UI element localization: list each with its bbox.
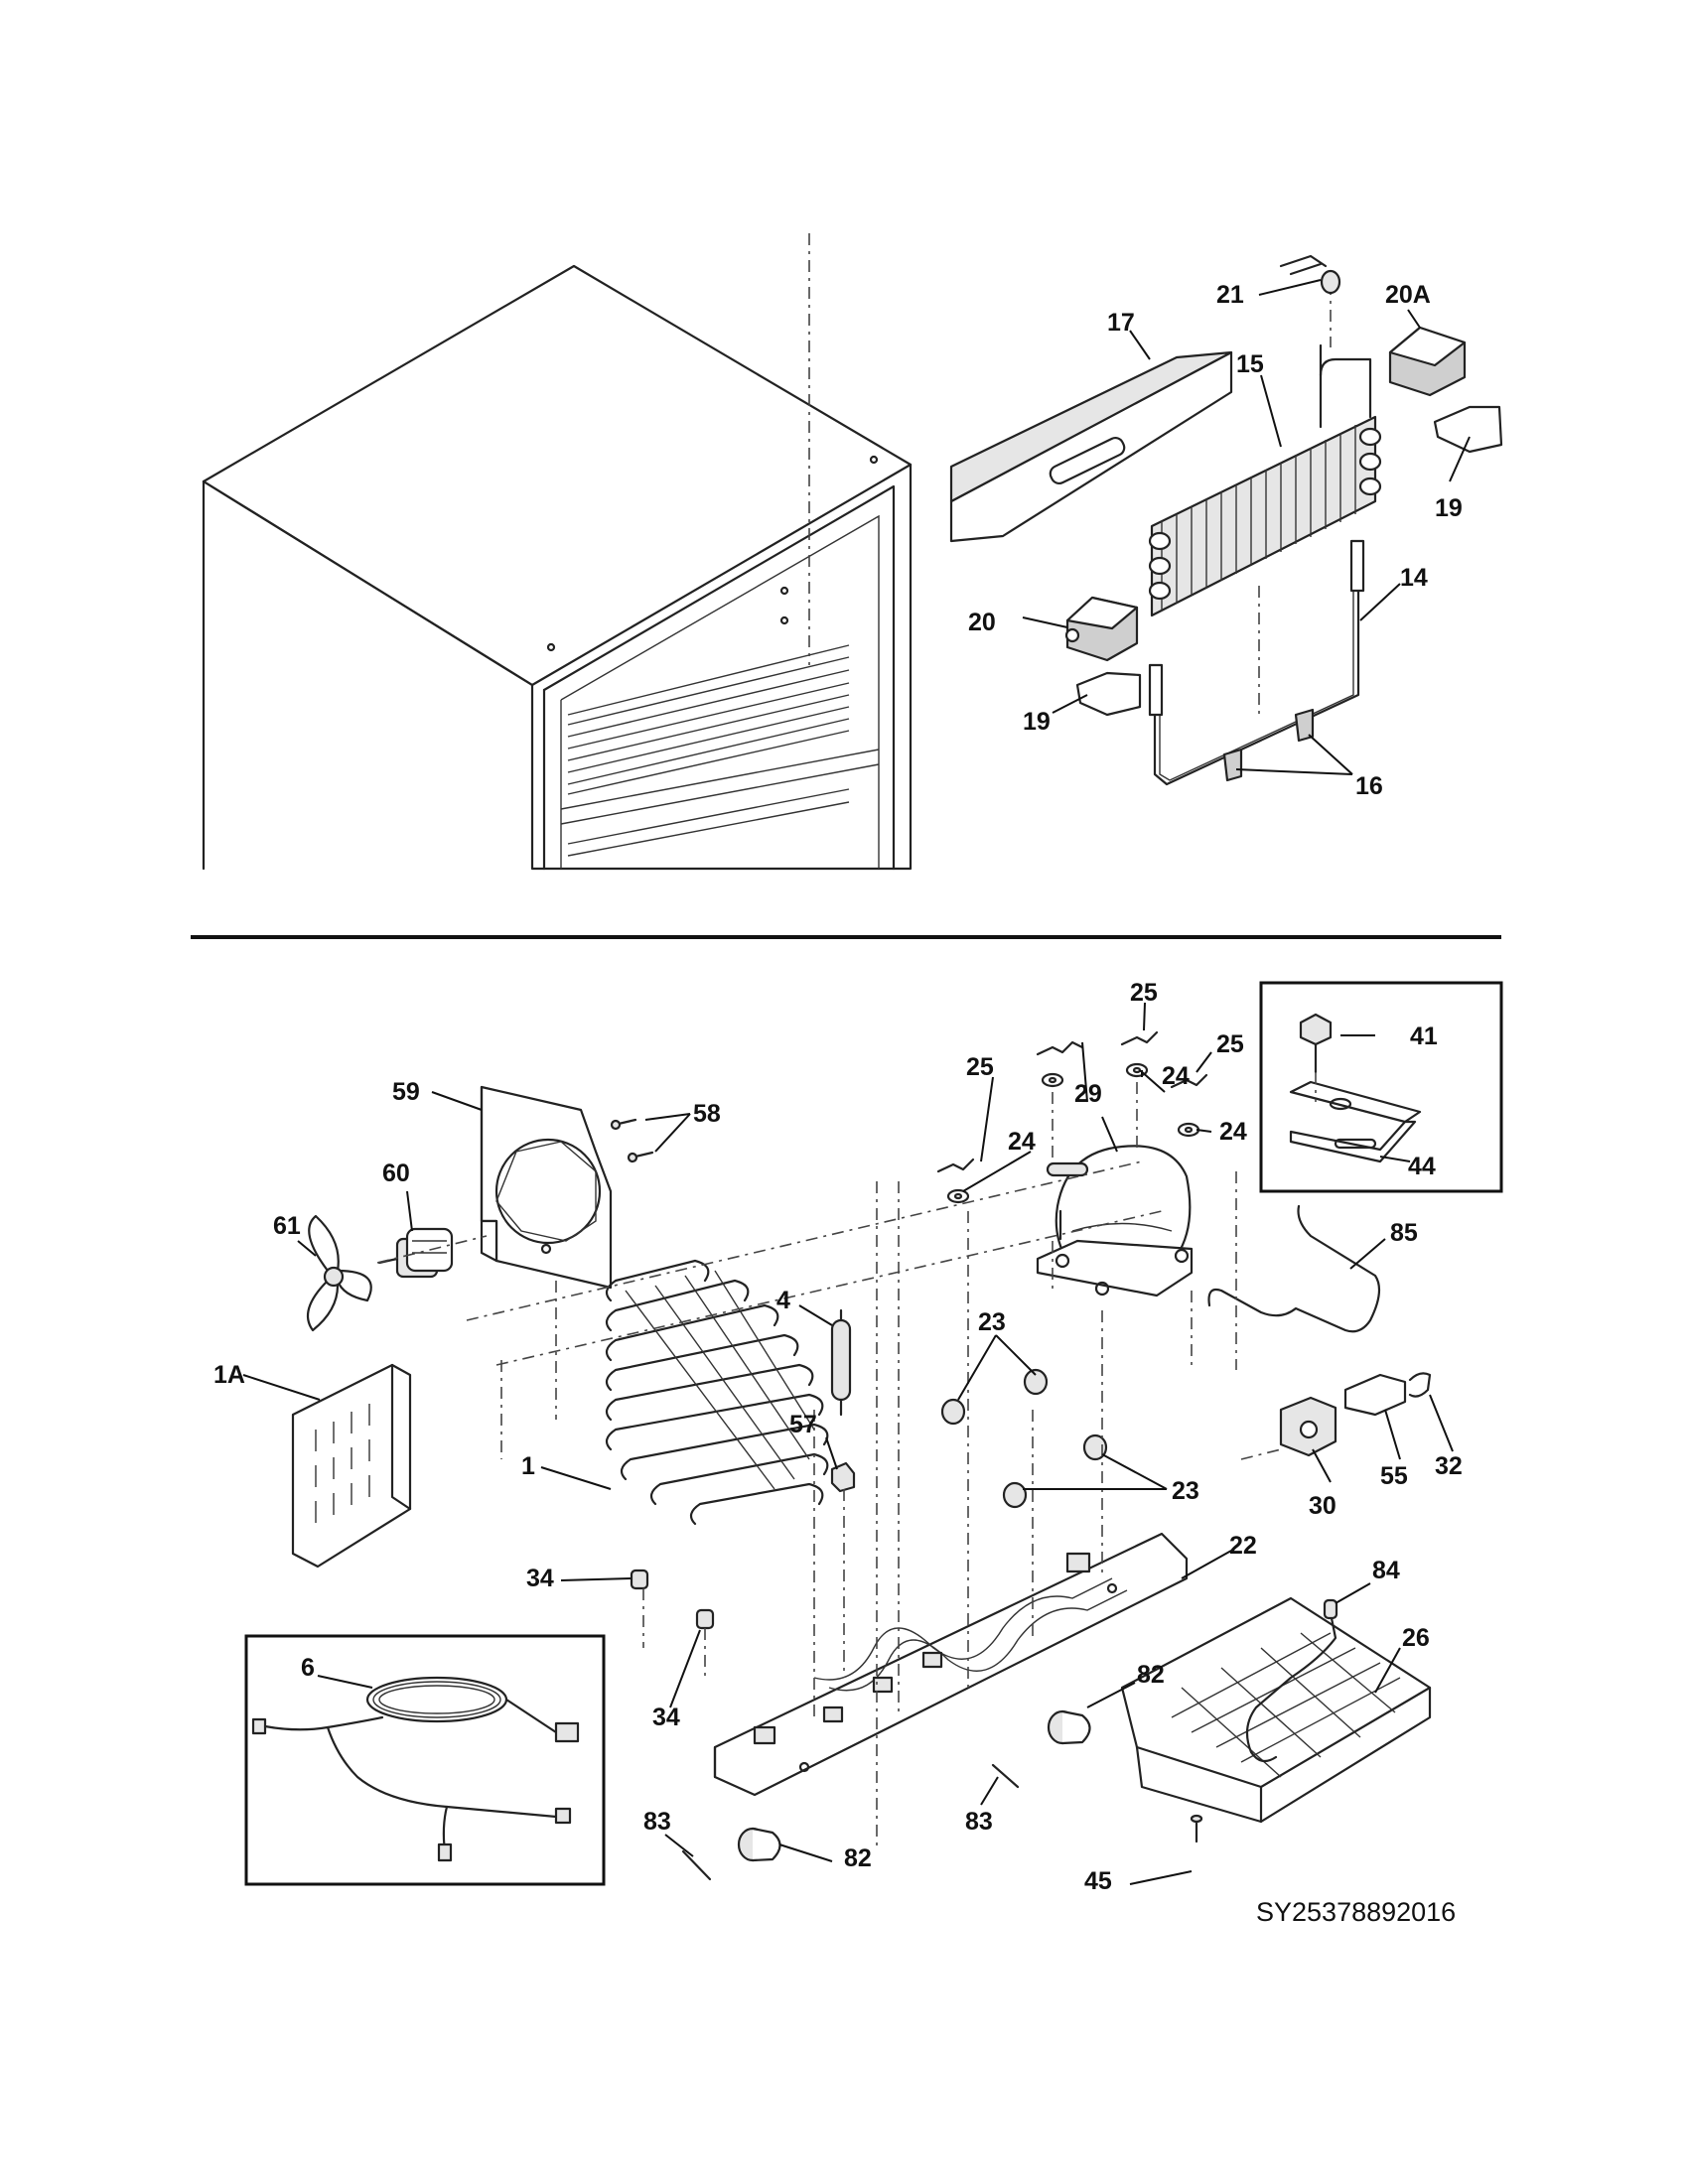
callout-24-mid: 24 <box>1008 1128 1036 1156</box>
terminal-block-20 <box>1064 596 1139 662</box>
callout-57: 57 <box>789 1411 817 1438</box>
callout-14: 14 <box>1400 564 1428 592</box>
grommet-23b <box>1023 1368 1049 1396</box>
callout-25-right: 25 <box>1216 1030 1244 1058</box>
condenser-coil <box>605 1259 829 1526</box>
screw-41 <box>1299 1013 1333 1074</box>
pin-83a <box>991 1763 1020 1789</box>
callout-19-upper: 19 <box>1435 494 1463 522</box>
clip-25c <box>1170 1073 1208 1089</box>
bracket-44 <box>1289 1080 1422 1163</box>
callout-82-left: 82 <box>844 1844 872 1872</box>
heater-holder-a <box>1222 748 1243 782</box>
grommet-23c <box>1082 1433 1108 1461</box>
callout-23-bottom: 23 <box>1172 1477 1199 1505</box>
callout-20a: 20A <box>1385 281 1431 309</box>
drawing-id: SY25378892016 <box>1256 1897 1456 1927</box>
inset-harness-box <box>244 1634 606 1886</box>
grommet-23a <box>940 1398 966 1426</box>
condenser-cover <box>291 1363 412 1569</box>
grommet-23d <box>1002 1481 1028 1509</box>
clip-25b <box>1120 1030 1159 1046</box>
callout-82-right: 82 <box>1137 1661 1165 1689</box>
grommet-24b <box>1125 1062 1149 1078</box>
callout-24-top: 24 <box>1162 1062 1190 1090</box>
pin-83b <box>681 1849 712 1881</box>
clip-57 <box>830 1461 856 1493</box>
fan-motor <box>377 1227 454 1279</box>
fan-shroud <box>480 1085 613 1290</box>
callout-55: 55 <box>1380 1462 1408 1490</box>
callout-25-left: 25 <box>966 1053 994 1081</box>
grommet-24d <box>946 1188 970 1204</box>
clip-25a <box>1036 1040 1084 1056</box>
grommet-24a <box>1041 1072 1064 1088</box>
fan-blade <box>306 1214 372 1332</box>
callout-24-right: 24 <box>1219 1118 1247 1146</box>
callout-32: 32 <box>1435 1452 1463 1480</box>
callout-1: 1 <box>521 1452 535 1480</box>
callout-85: 85 <box>1390 1219 1418 1247</box>
callout-83-mid: 83 <box>965 1808 993 1836</box>
terminal-block-20a <box>1388 326 1467 397</box>
callout-29: 29 <box>1074 1080 1102 1108</box>
callout-26: 26 <box>1402 1624 1430 1652</box>
defrost-heater <box>1148 539 1365 786</box>
heater-holder-b <box>1294 708 1315 743</box>
callout-6: 6 <box>301 1654 315 1682</box>
callout-19-lower: 19 <box>1023 708 1051 736</box>
overload-relay <box>1279 1396 1337 1457</box>
callout-30: 30 <box>1309 1492 1336 1520</box>
base-plate <box>713 1532 1189 1797</box>
screw-45 <box>1190 1814 1203 1843</box>
filter-dryer <box>830 1308 852 1417</box>
drain-tube <box>1245 1598 1338 1763</box>
screw-58a <box>610 1118 637 1131</box>
callout-60: 60 <box>382 1160 410 1187</box>
inset-bracket-box <box>1259 981 1503 1193</box>
drain-pan <box>1120 1596 1432 1824</box>
clip-19-upper <box>1433 405 1503 454</box>
condensate-tube <box>1207 1204 1381 1333</box>
compressor <box>1036 1145 1194 1297</box>
callout-15: 15 <box>1236 350 1264 378</box>
foot-82b <box>737 1827 781 1862</box>
grommet-24c <box>1177 1122 1200 1138</box>
clip-19-lower <box>1075 671 1142 717</box>
callout-84: 84 <box>1372 1557 1400 1584</box>
refrigerator-cabinet <box>202 264 913 871</box>
callout-23-top: 23 <box>978 1308 1006 1336</box>
callout-21: 21 <box>1216 281 1244 309</box>
callout-16: 16 <box>1355 772 1383 800</box>
evaporator-cover <box>949 350 1233 543</box>
callout-58: 58 <box>693 1100 721 1128</box>
callout-41: 41 <box>1410 1023 1438 1050</box>
callout-34-left: 34 <box>526 1565 554 1592</box>
screw-58b <box>627 1151 654 1163</box>
callout-61: 61 <box>273 1212 301 1240</box>
power-cord-harness <box>251 1676 580 1862</box>
callout-17: 17 <box>1107 309 1135 337</box>
callout-44: 44 <box>1408 1153 1436 1180</box>
evaporator-coil <box>1148 343 1382 617</box>
callout-45: 45 <box>1084 1867 1112 1895</box>
thermistor-sensor <box>1279 254 1341 295</box>
callout-25-top: 25 <box>1130 979 1158 1007</box>
callout-83-left: 83 <box>643 1808 671 1836</box>
spacer-34a <box>630 1569 649 1590</box>
connector-32 <box>1408 1372 1432 1398</box>
relay-55 <box>1343 1373 1407 1417</box>
callout-34-bottom: 34 <box>652 1704 680 1731</box>
spacer-34b <box>695 1608 715 1630</box>
clip-25d <box>936 1158 975 1173</box>
callout-1a: 1A <box>213 1361 245 1389</box>
callout-4: 4 <box>776 1287 790 1314</box>
foot-82a <box>1047 1709 1091 1745</box>
callout-59: 59 <box>392 1078 420 1106</box>
callout-20: 20 <box>968 609 996 636</box>
callout-22: 22 <box>1229 1532 1257 1560</box>
